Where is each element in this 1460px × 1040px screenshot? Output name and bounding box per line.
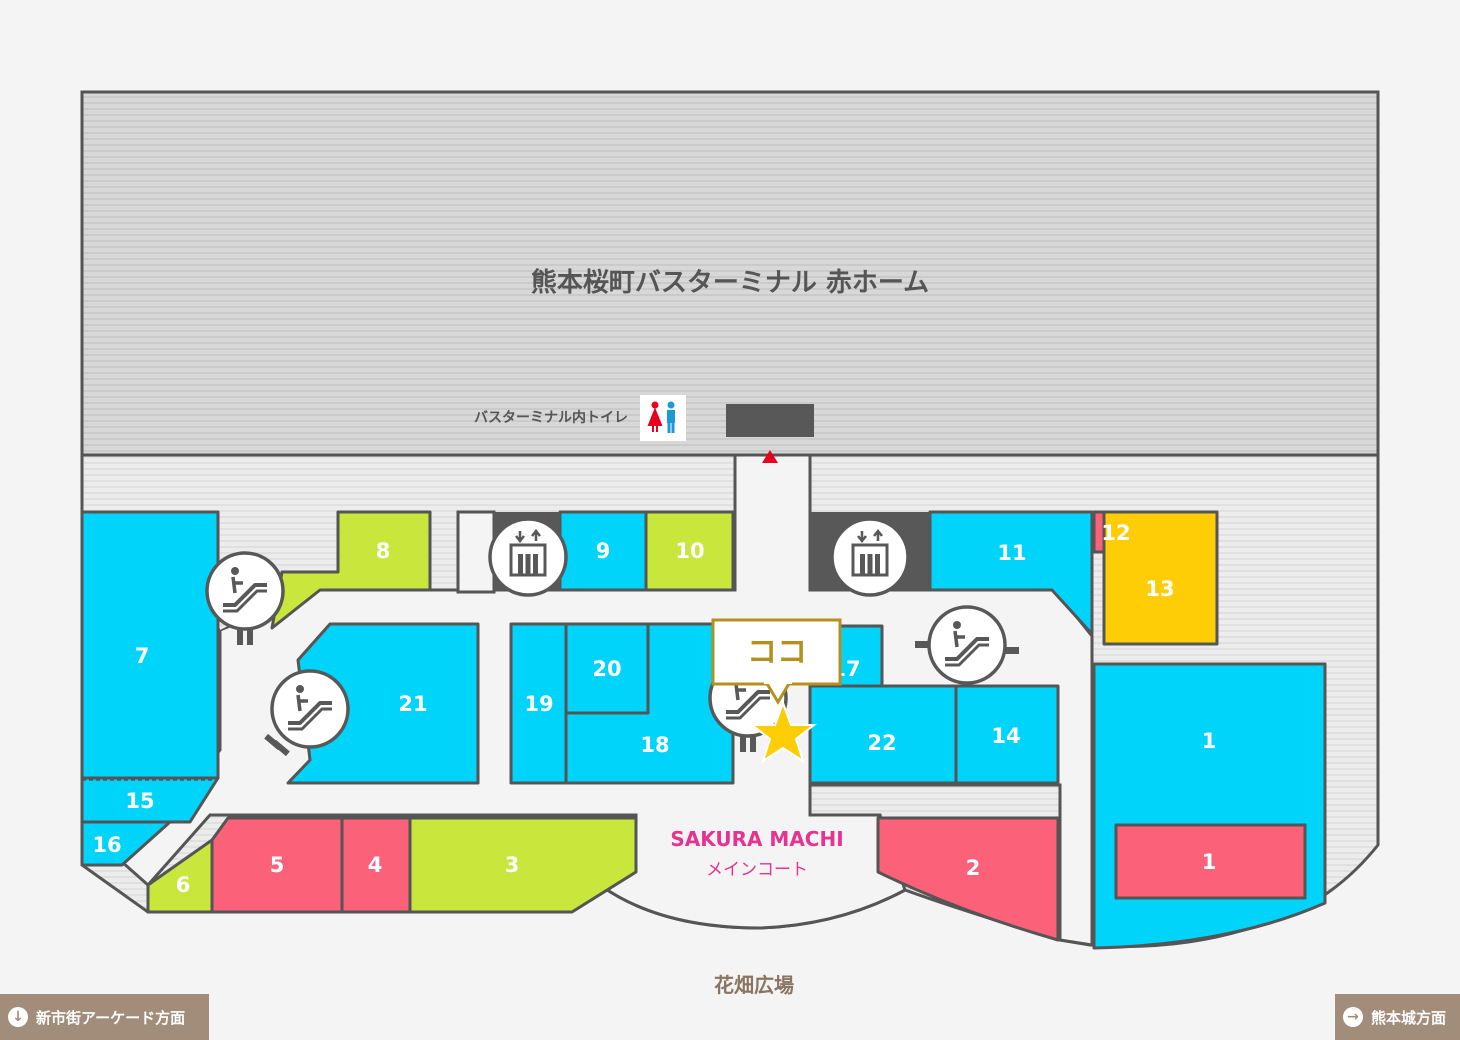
direction-right-button[interactable]: → 熊本城方面 <box>1335 994 1460 1040</box>
here-label: ココ <box>747 635 807 670</box>
store-label-15: 15 <box>125 789 154 813</box>
store-label-6: 6 <box>176 873 191 897</box>
store-label-3: 3 <box>505 853 520 877</box>
star-icon <box>749 700 817 764</box>
store-7[interactable] <box>80 510 220 780</box>
store-label-16: 16 <box>92 833 121 857</box>
store-label-12: 12 <box>1101 521 1130 545</box>
store-label-5: 5 <box>270 853 285 877</box>
store-label-7: 7 <box>135 644 150 668</box>
escalator-icon[interactable] <box>708 658 788 752</box>
store-2[interactable] <box>876 816 1060 942</box>
store-1-upper[interactable] <box>1092 662 1327 950</box>
toilet-icon <box>640 395 686 441</box>
elevator-icon[interactable] <box>830 517 910 597</box>
escalator-icon[interactable] <box>915 605 1019 685</box>
store-label-1-lower: 1 <box>1202 850 1217 874</box>
store-14[interactable] <box>954 684 1060 785</box>
escalator-icon[interactable] <box>205 551 285 645</box>
store-8[interactable] <box>270 510 432 630</box>
store-label-21: 21 <box>398 692 427 716</box>
court-title: SAKURA MACHI <box>670 827 843 851</box>
court-subtitle: メインコート <box>706 860 808 880</box>
store-label-11: 11 <box>997 541 1026 565</box>
store-5[interactable] <box>210 816 344 914</box>
store-label-18: 18 <box>640 733 669 757</box>
direction-left-label: 新市街アーケード方面 <box>36 1008 186 1027</box>
direction-right-label: 熊本城方面 <box>1371 1008 1447 1027</box>
toilet-label: バスターミナル内トイレ <box>474 409 628 426</box>
direction-left-button[interactable]: ↓ 新市街アーケード方面 <box>0 994 209 1040</box>
store-label-8: 8 <box>376 539 391 563</box>
store-label-4: 4 <box>368 853 383 877</box>
store-label-10: 10 <box>675 539 704 563</box>
store-label-2: 2 <box>966 856 981 880</box>
store-15[interactable] <box>80 776 220 824</box>
stores <box>80 510 1327 950</box>
bus-terminal-area <box>80 90 1380 457</box>
store-label-9: 9 <box>596 539 611 563</box>
terminal-label: 熊本桜町バスターミナル 赤ホーム <box>531 267 929 298</box>
store-label-22: 22 <box>867 731 896 755</box>
store-13[interactable] <box>1102 510 1219 646</box>
arrow-up-icon <box>762 450 778 463</box>
store-3[interactable] <box>408 816 638 914</box>
plaza-label: 花畑広場 <box>714 973 794 997</box>
arrow-down-icon: ↓ <box>8 1007 28 1027</box>
escalator-icon[interactable] <box>264 669 350 757</box>
store-label-20: 20 <box>592 657 621 681</box>
store-21[interactable] <box>286 622 480 785</box>
terminal-entrance <box>726 404 814 437</box>
store-10[interactable] <box>644 510 735 592</box>
store-label-13: 13 <box>1145 577 1174 601</box>
store-label-14: 14 <box>991 724 1020 748</box>
store-1-lower[interactable] <box>1114 823 1307 900</box>
store-label-1-upper: 1 <box>1202 729 1217 753</box>
arrow-right-icon: → <box>1343 1007 1363 1027</box>
elevator-icon[interactable] <box>488 517 568 597</box>
store-label-19: 19 <box>524 692 553 716</box>
current-location-marker: ココ <box>711 618 842 764</box>
